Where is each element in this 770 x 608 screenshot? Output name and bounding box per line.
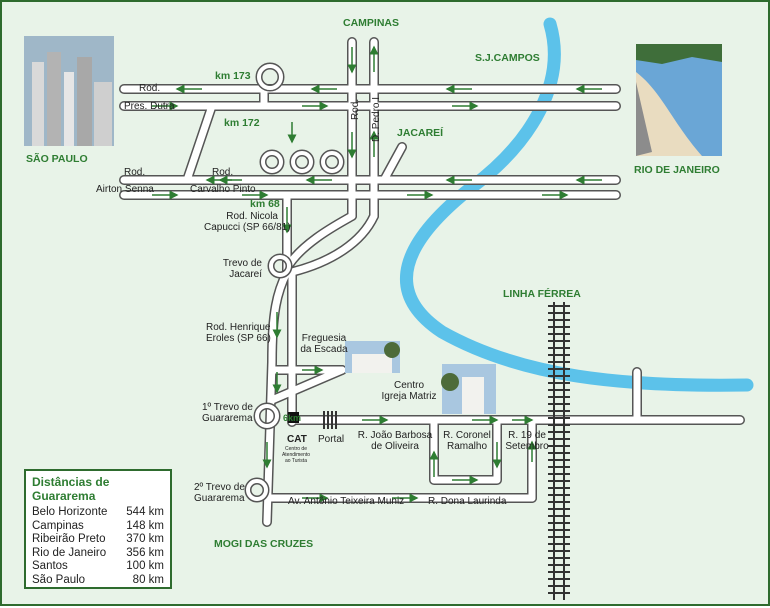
distance-row: Ribeirão Preto 370 km [32,533,164,547]
label-carvalho-pinto: Carvalho Pinto [190,184,256,195]
distances-title: Distâncias de Guararema [32,475,110,503]
portal-mark [323,411,337,429]
photo-freguesia [345,341,400,373]
label-jacarei: JACAREÍ [397,127,444,139]
photo-sao-paulo [24,36,114,146]
label-airton-senna: Airton Senna [96,184,154,195]
distance-row: Santos 100 km [32,560,164,574]
label-dpedro-name: D. Pedro I [371,96,382,142]
label-rod-carvalho: Rod. [212,167,234,178]
label-laurinda: R. Dona Laurinda [428,496,507,507]
label-antonio: Av. Antônio Teixeira Muniz [288,496,405,507]
distance-city: Rio de Janeiro [32,546,107,559]
label-sao-paulo: SÃO PAULO [26,153,88,165]
label-cat: CAT [287,434,307,445]
distance-row: São Paulo 80 km [32,574,164,588]
label-portal: Portal [318,434,345,445]
label-rod-airton: Rod. [124,167,146,178]
label-sjcampos: S.J.CAMPOS [475,52,540,64]
label-km172: km 172 [224,117,260,129]
distance-city: São Paulo [32,573,86,586]
railway [548,302,570,600]
label-campinas: CAMPINAS [343,17,400,29]
distance-km: 148 km [126,519,164,532]
distance-km: 80 km [132,573,164,586]
photo-rio-de-janeiro [636,44,722,156]
river [399,17,754,392]
distance-km: 100 km [126,560,164,572]
distance-km: 544 km [126,506,164,518]
cat-marker [288,412,299,423]
distance-city: Santos [32,560,68,572]
label-rio: RIO DE JANEIRO [634,164,720,176]
distance-row: Belo Horizonte 544 km [32,506,164,520]
distance-row: Rio de Janeiro 356 km [32,547,164,561]
distances-table: Distâncias de Guararema Belo Horizonte 54… [24,469,172,589]
distance-city: Campinas [32,519,84,532]
label-km173: km 173 [215,70,251,82]
distance-city: Ribeirão Preto [32,533,106,545]
label-6km: 6km [283,413,302,423]
label-mogi: MOGI DAS CRUZES [214,538,314,550]
distance-city: Belo Horizonte [32,506,108,518]
label-rod-dutra: Rod. [139,83,161,94]
distance-km: 356 km [126,546,164,559]
label-dpedro-rod: Rod. [350,98,361,120]
label-km68: km 68 [250,198,280,210]
direction-arrows [152,45,602,503]
distance-row: Campinas 148 km [32,520,164,534]
label-pres-dutra: Pres. Dutra [124,101,175,112]
distance-km: 370 km [126,533,164,545]
photo-igreja-matriz [441,364,496,414]
label-linha-ferrea: LINHA FÉRREA [503,288,581,300]
